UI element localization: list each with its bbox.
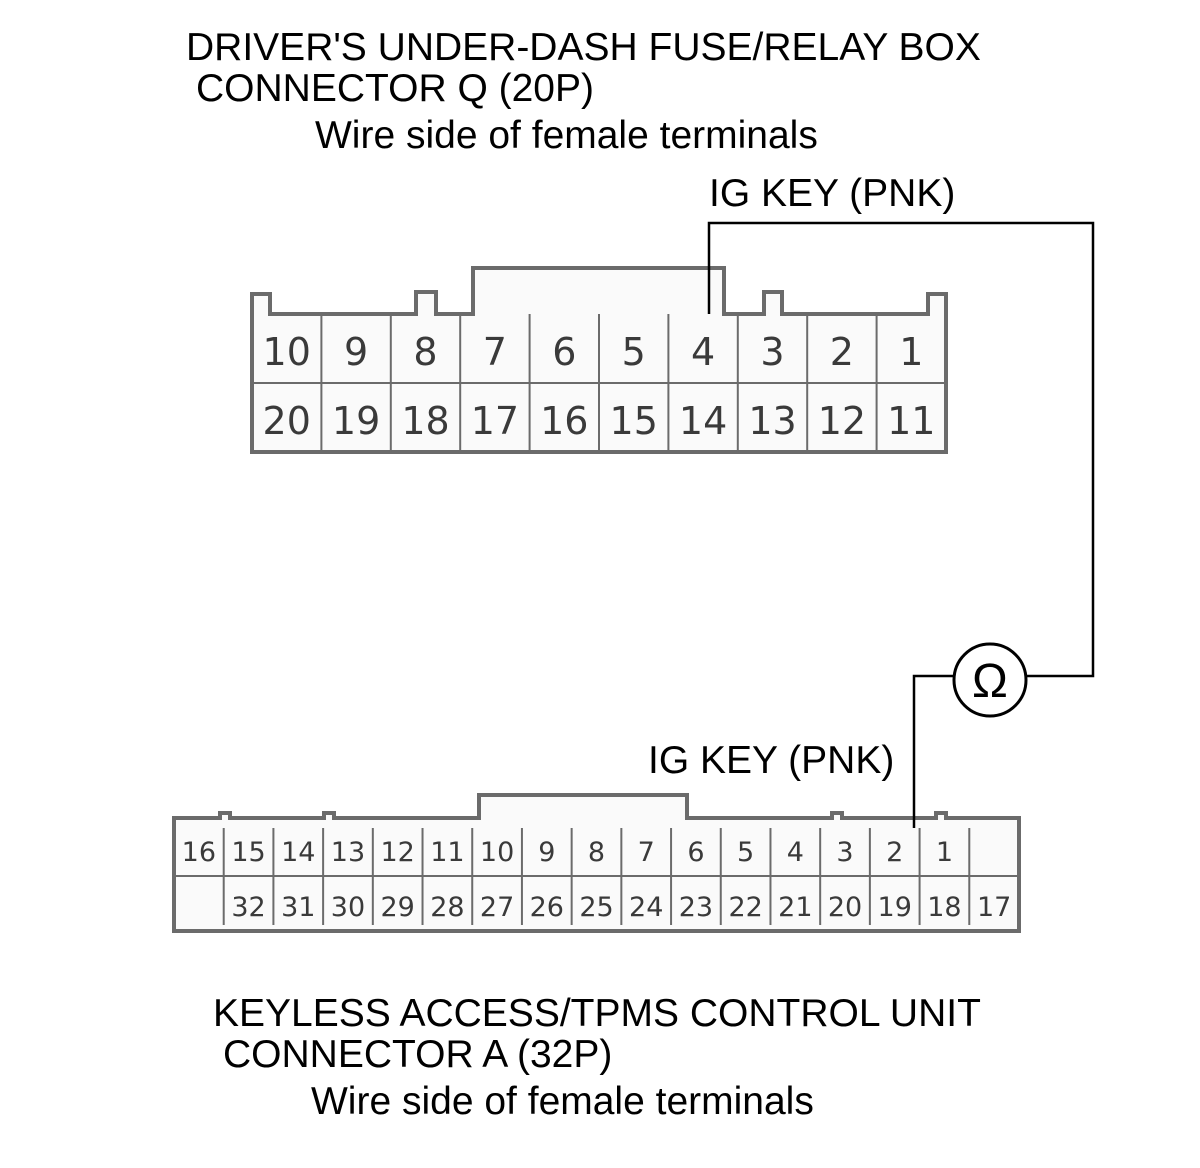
connector-q-title-line1: DRIVER'S UNDER-DASH FUSE/RELAY BOX (186, 26, 981, 69)
connector-q-pin-10: 10 (263, 330, 311, 374)
connector-a-pin-2: 2 (886, 837, 903, 868)
connector-q-pin-7: 7 (483, 330, 507, 374)
connector-a-pin-7: 7 (638, 837, 655, 868)
connector-q-pin-16: 16 (540, 399, 588, 443)
connector-q-title-line2: CONNECTOR Q (20P) (196, 67, 594, 110)
connector-a-pin-4: 4 (787, 837, 804, 868)
connector-a-pin-18: 18 (927, 892, 961, 923)
connector-q-pin-2: 2 (830, 330, 854, 374)
connector-q-pin-17: 17 (471, 399, 519, 443)
connector-a-pin-1: 1 (936, 837, 953, 868)
connector-q-pin-5: 5 (622, 330, 646, 374)
connector-a-pin-27: 27 (480, 892, 514, 923)
connector-a-pin-11: 11 (430, 837, 464, 868)
connector-a-pin-9: 9 (538, 837, 555, 868)
connector-q-pin-9: 9 (344, 330, 368, 374)
connector-a-subtitle: Wire side of female terminals (311, 1080, 814, 1123)
connector-q-pin-19: 19 (332, 399, 380, 443)
connector-q-pin-14: 14 (679, 399, 727, 443)
connector-a-pin-25: 25 (579, 892, 613, 923)
test-wire-q-pin-4 (707, 221, 1095, 678)
connector-q-pin-4: 4 (691, 330, 715, 374)
connector-a-pin-22: 22 (728, 892, 762, 923)
connector-q-pin-12: 12 (818, 399, 866, 443)
connector-a-pin-20: 20 (828, 892, 862, 923)
connector-a-pin-5: 5 (737, 837, 754, 868)
connector-a-title-line1: KEYLESS ACCESS/TPMS CONTROL UNIT (213, 992, 981, 1035)
connector-q-pin-3: 3 (760, 330, 784, 374)
connector-a-pin-15: 15 (231, 837, 265, 868)
connector-a-pin-32: 32 (231, 892, 265, 923)
connector-a-pin-16: 16 (182, 837, 216, 868)
ohmmeter-icon: Ω (952, 642, 1028, 718)
connector-q-pin-13: 13 (748, 399, 796, 443)
connector-a-pin-3: 3 (836, 837, 853, 868)
connector-a-pin-29: 29 (380, 892, 414, 923)
connector-a-pin-10: 10 (480, 837, 514, 868)
connector-a-wire-label: IG KEY (PNK) (648, 739, 894, 782)
connector-a-pin-12: 12 (380, 837, 414, 868)
connector-q-pin-1: 1 (899, 330, 923, 374)
connector-a-pin-8: 8 (588, 837, 605, 868)
connector-q-pin-18: 18 (401, 399, 449, 443)
connector-a-pin-26: 26 (530, 892, 564, 923)
connector-a-pin-28: 28 (430, 892, 464, 923)
connector-a-pin-14: 14 (281, 837, 315, 868)
connector-a-pin-21: 21 (778, 892, 812, 923)
connector-q-pin-6: 6 (552, 330, 576, 374)
connector-a-pin-17: 17 (977, 892, 1011, 923)
connector-a-pin-30: 30 (331, 892, 365, 923)
connector-a-pin-13: 13 (331, 837, 365, 868)
ohm-symbol: Ω (972, 655, 1008, 708)
connector-a-title-line2: CONNECTOR A (32P) (223, 1033, 612, 1076)
connector-q-subtitle: Wire side of female terminals (315, 114, 818, 157)
connector-a-pin-24: 24 (629, 892, 663, 923)
connector-a-pin-23: 23 (679, 892, 713, 923)
connector-a-pin-31: 31 (281, 892, 315, 923)
connector-q-wire-label: IG KEY (PNK) (709, 172, 955, 215)
connector-q-pin-11: 11 (887, 399, 935, 443)
connector-q-pin-8: 8 (413, 330, 437, 374)
test-wire-a-pin-2 (912, 674, 954, 828)
connector-a-pin-19: 19 (878, 892, 912, 923)
connector-q-pin-15: 15 (610, 399, 658, 443)
connector-a-pin-6: 6 (687, 837, 704, 868)
connector-q-pin-20: 20 (263, 399, 311, 443)
